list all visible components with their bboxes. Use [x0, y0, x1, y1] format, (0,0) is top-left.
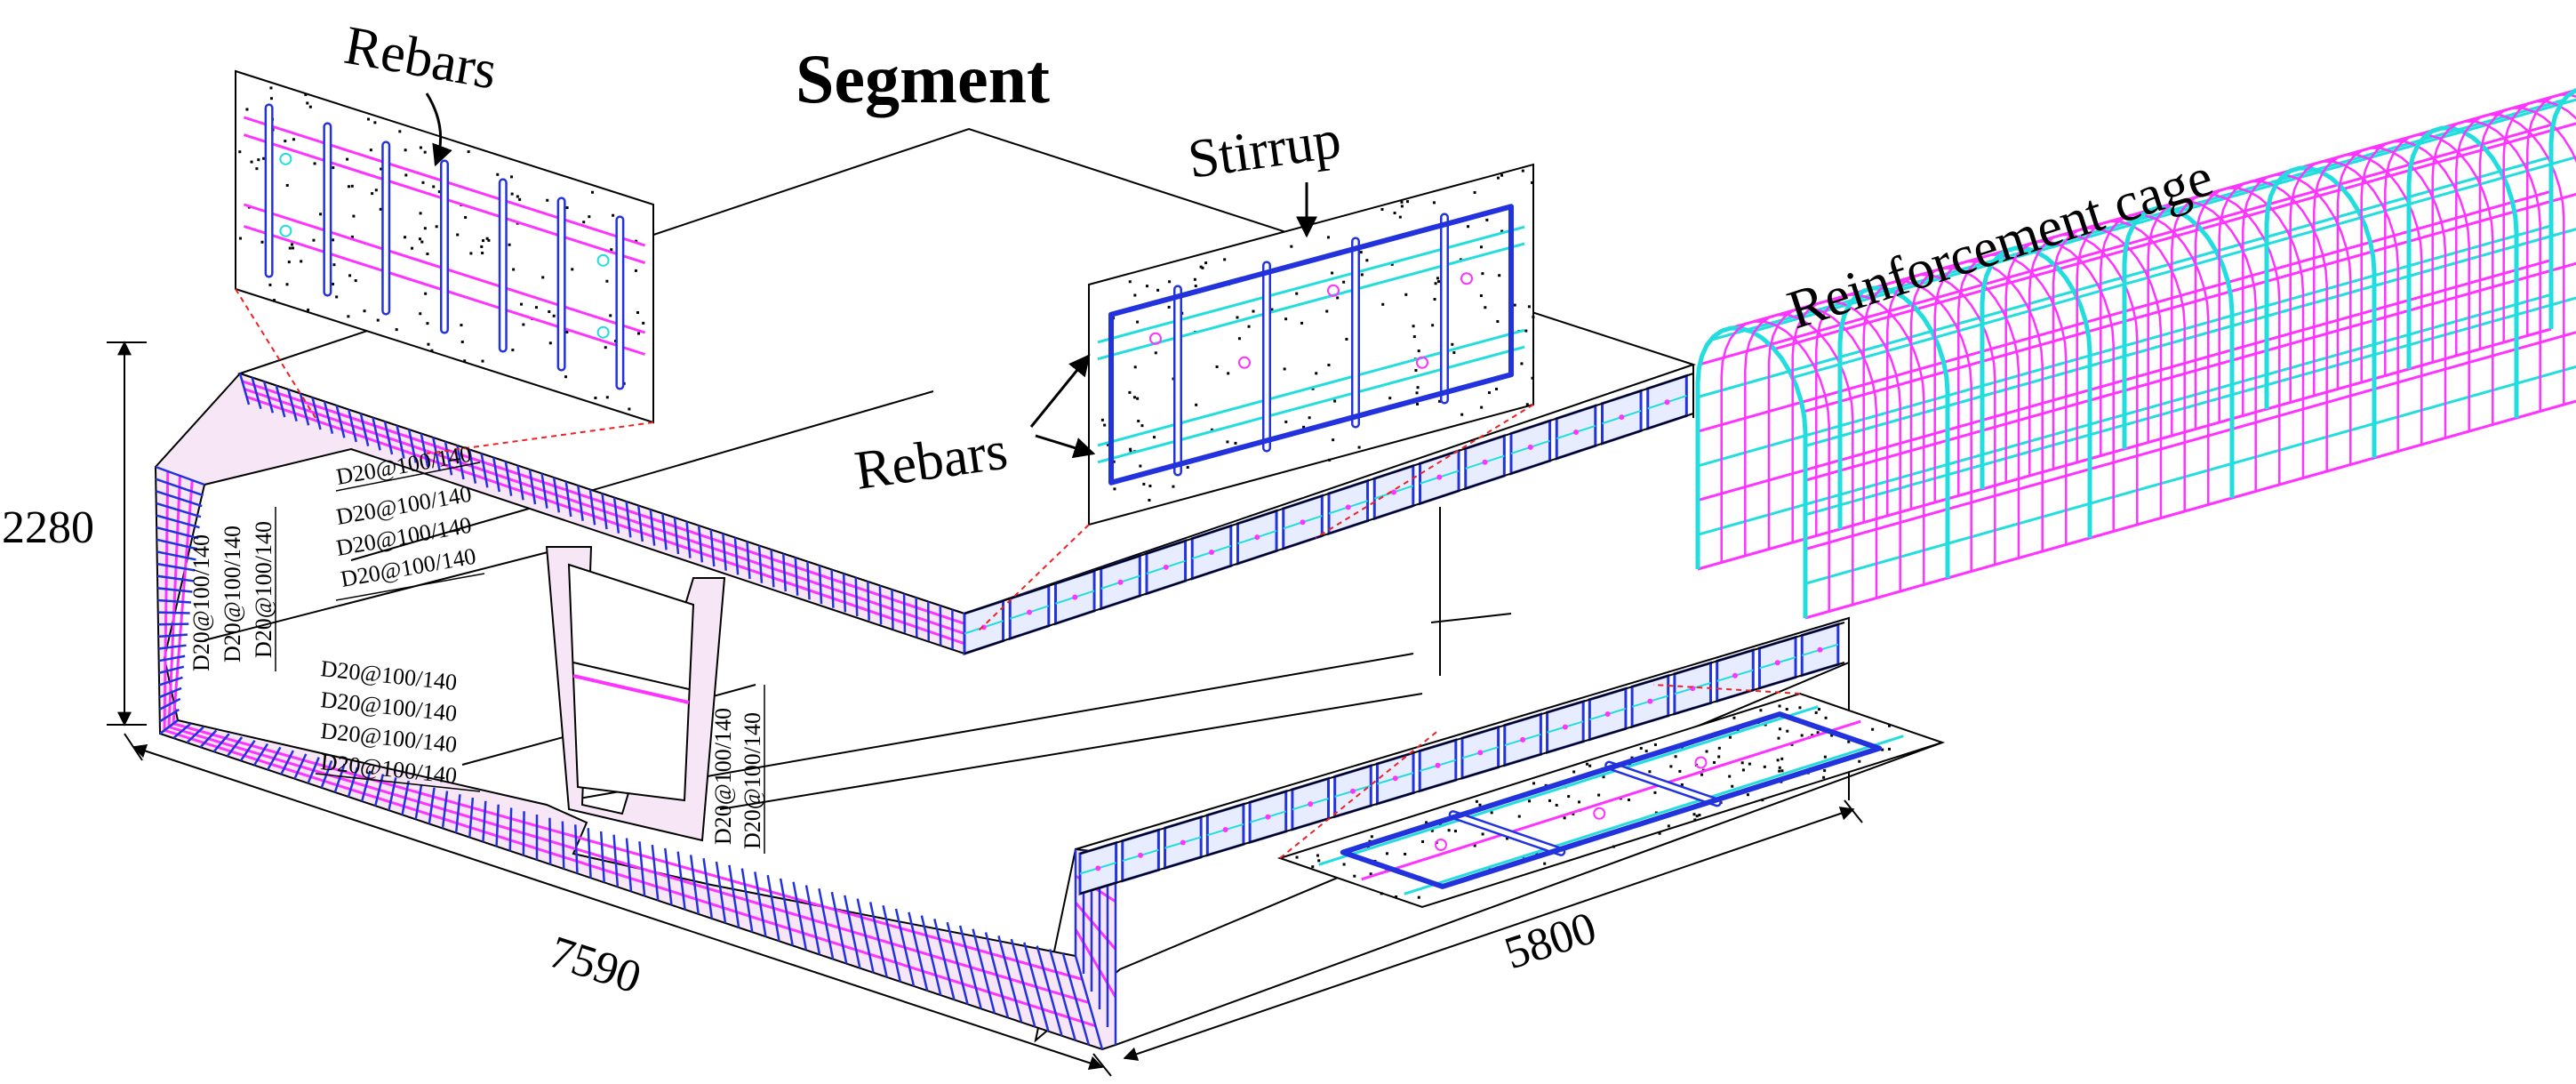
dim-length-label: 5800 [1499, 903, 1603, 979]
label-rebars-top: Rebars [340, 15, 501, 101]
spec-top-slab: D20@100/140 D20@100/140 D20@100/140 D20@… [334, 441, 484, 600]
inner-opening [569, 565, 693, 800]
spec-left-2: D20@100/140 [220, 526, 245, 662]
spec-inner-1: D20@100/140 [710, 708, 736, 845]
spec-inner-wall: D20@100/140 D20@100/140 [710, 685, 765, 854]
spec-inner-2: D20@100/140 [740, 712, 765, 849]
dim-height-label: 2280 [2, 502, 94, 553]
dim-width-line [133, 747, 1102, 1067]
dim-width-label: 7590 [543, 927, 647, 1003]
label-stirrup: Stirrup [1184, 109, 1344, 190]
spec-bottom-slab: D20@100/140 D20@100/140 D20@100/140 D20@… [316, 655, 480, 791]
spec-left-wall: D20@100/140 D20@100/140 D20@100/140 [188, 507, 276, 671]
spec-left-3: D20@100/140 [251, 521, 276, 658]
spec-left-1: D20@100/140 [188, 534, 214, 671]
diagram-title: Segment [796, 40, 1050, 117]
